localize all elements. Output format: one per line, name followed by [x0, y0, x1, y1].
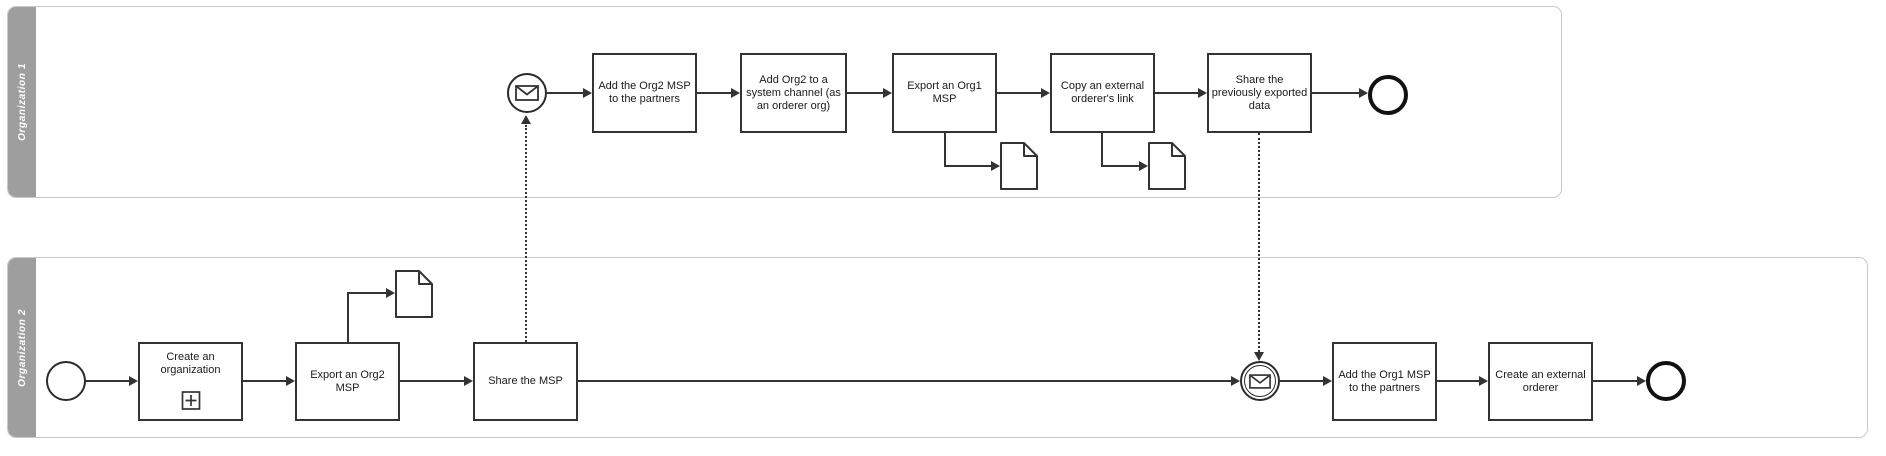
sequence-flow [1593, 380, 1637, 382]
task-share-the-msp[interactable]: Share the MSP [473, 342, 578, 421]
arrowhead-icon [386, 288, 395, 298]
sequence-flow [997, 92, 1041, 94]
association [347, 293, 349, 342]
pool-label: Organization 1 [16, 63, 28, 141]
task-label: Add the Org2 MSP to the partners [598, 80, 691, 105]
arrowhead-icon [1637, 376, 1646, 386]
sequence-flow [1437, 380, 1479, 382]
sequence-flow [1280, 380, 1323, 382]
task-export-org2-msp[interactable]: Export an Org2 MSP [295, 342, 400, 421]
arrowhead-icon [883, 88, 892, 98]
task-add-org1-msp-to-partners[interactable]: Add the Org1 MSP to the partners [1332, 342, 1437, 421]
message-start-event[interactable] [507, 73, 547, 113]
association [347, 292, 386, 294]
subprocess-plus-icon [181, 391, 200, 414]
end-event-org1[interactable] [1368, 75, 1408, 115]
association [1101, 133, 1103, 167]
message-icon [1249, 373, 1271, 389]
message-icon [515, 85, 539, 101]
arrowhead-icon [1359, 88, 1368, 98]
sequence-flow [547, 92, 583, 94]
data-object-icon[interactable] [395, 270, 433, 323]
sequence-flow [1312, 92, 1359, 94]
pool-label: Organization 2 [16, 308, 28, 387]
task-label: Add the Org1 MSP to the partners [1338, 368, 1431, 394]
arrowhead-icon [521, 115, 531, 124]
task-share-previously-exported-data[interactable]: Share the previously exported data [1207, 53, 1312, 133]
task-label: Copy an external orderer's link [1060, 80, 1145, 105]
sequence-flow [400, 380, 464, 382]
pool-header: Organization 1 [8, 7, 36, 197]
arrowhead-icon [731, 88, 740, 98]
message-flow [1258, 133, 1260, 352]
arrowhead-icon [1479, 376, 1488, 386]
arrowhead-icon [464, 376, 473, 386]
task-add-org2-msp-to-partners[interactable]: Add the Org2 MSP to the partners [592, 53, 697, 133]
event-inner-ring [1244, 365, 1276, 397]
task-create-organization[interactable]: Create an organization [138, 342, 243, 421]
sequence-flow [847, 92, 883, 94]
arrowhead-icon [1139, 161, 1148, 171]
task-label: Export an Org2 MSP [310, 368, 385, 394]
association [944, 133, 946, 167]
arrowhead-icon [583, 88, 592, 98]
sequence-flow [697, 92, 731, 94]
arrowhead-icon [1254, 352, 1264, 361]
sequence-flow [86, 380, 129, 382]
arrowhead-icon [286, 376, 295, 386]
task-label: Export an Org1 MSP [907, 80, 982, 105]
arrowhead-icon [1323, 376, 1332, 386]
task-copy-external-orderer-link[interactable]: Copy an external orderer's link [1050, 53, 1155, 133]
task-export-org1-msp[interactable]: Export an Org1 MSP [892, 53, 997, 133]
end-event-org2[interactable] [1646, 361, 1686, 401]
arrowhead-icon [1231, 376, 1240, 386]
task-add-org2-system-channel[interactable]: Add Org2 to a system channel (as an orde… [740, 53, 847, 133]
data-object-icon[interactable] [1148, 142, 1186, 195]
task-label: Share the previously exported data [1211, 73, 1308, 112]
sequence-flow [578, 380, 1231, 382]
sequence-flow [243, 380, 286, 382]
association [1101, 165, 1139, 167]
arrowhead-icon [1198, 88, 1207, 98]
message-flow [525, 125, 527, 342]
task-label: Share the MSP [488, 375, 563, 387]
data-object-icon[interactable] [1000, 142, 1038, 195]
arrowhead-icon [991, 161, 1000, 171]
task-label: Add Org2 to a system channel (as an orde… [746, 73, 841, 112]
pool-header: Organization 2 [8, 258, 36, 437]
task-create-external-orderer[interactable]: Create an external orderer [1488, 342, 1593, 421]
arrowhead-icon [1041, 88, 1050, 98]
task-label: Create an external orderer [1495, 368, 1586, 394]
arrowhead-icon [129, 376, 138, 386]
message-catch-event[interactable] [1240, 361, 1280, 401]
sequence-flow [1155, 92, 1198, 94]
task-label: Create an organization [160, 351, 221, 376]
association [944, 165, 991, 167]
start-event-org2[interactable] [46, 361, 86, 401]
